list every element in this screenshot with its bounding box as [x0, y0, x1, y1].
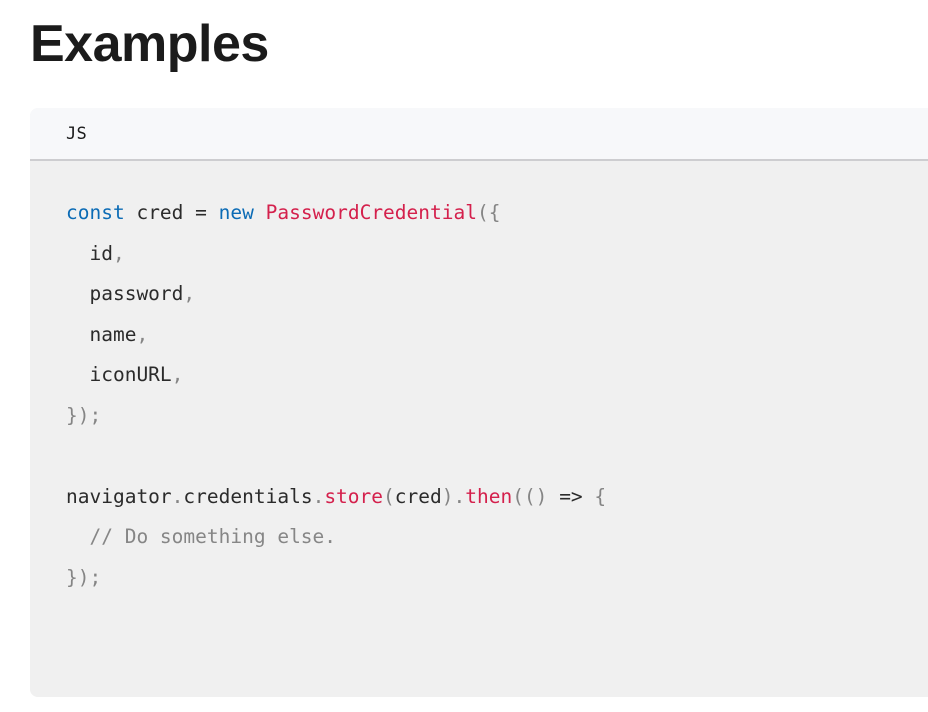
page-title: Examples	[30, 15, 269, 73]
code-line	[66, 436, 908, 477]
code-token-punct: (()	[512, 484, 548, 508]
code-token-punct: ,	[183, 282, 196, 305]
code-token-punct: .	[453, 484, 466, 508]
code-token-plain: credentials	[183, 484, 313, 508]
code-token-punct: ,	[171, 363, 184, 386]
code-line: id,	[66, 234, 908, 275]
code-line: iconURL,	[66, 355, 908, 396]
code-token-punct: });	[66, 403, 102, 427]
code-token-operator: =	[195, 201, 207, 224]
code-token-plain	[183, 201, 195, 224]
code-token-punct: ,	[136, 322, 149, 346]
code-token-keyword: const	[66, 201, 125, 224]
code-token-plain: navigator	[66, 484, 172, 508]
code-block-panel: JS const cred = new PasswordCredential({…	[30, 108, 928, 697]
code-token-plain: id	[89, 241, 113, 265]
code-token-plain: iconURL	[89, 363, 172, 386]
code-token-punct: {	[594, 484, 607, 508]
code-token-plain	[254, 201, 266, 224]
code-line: });	[66, 558, 908, 599]
code-language-label: JS	[66, 123, 88, 144]
code-line: // Do something else.	[66, 517, 908, 558]
code-line: navigator.credentials.store(cred).then((…	[66, 477, 908, 518]
code-token-plain: cred	[394, 484, 442, 508]
code-token-punct: )	[441, 484, 454, 508]
code-line: });	[66, 396, 908, 437]
code-token-punct: (	[383, 484, 395, 508]
code-block-body[interactable]: const cred = new PasswordCredential({ id…	[30, 161, 928, 697]
code-token-plain	[583, 485, 595, 508]
code-content[interactable]: const cred = new PasswordCredential({ id…	[66, 193, 908, 598]
code-token-plain: password	[89, 282, 184, 305]
code-token-plain	[547, 485, 559, 508]
code-token-plain	[66, 525, 89, 548]
code-token-plain	[66, 242, 89, 265]
code-token-plain	[207, 201, 219, 224]
code-token-plain	[66, 282, 89, 305]
code-token-comment: // Do something else.	[89, 525, 337, 548]
code-token-class: PasswordCredential	[265, 201, 477, 224]
code-line: password,	[66, 274, 908, 315]
code-line: const cred = new PasswordCredential({	[66, 193, 908, 234]
code-token-punct: ({	[476, 201, 501, 224]
code-source: const cred = new PasswordCredential({ id…	[66, 193, 908, 598]
code-block-header: JS	[30, 108, 928, 161]
code-token-punct: ,	[112, 241, 125, 265]
code-token-operator: =>	[559, 484, 583, 508]
code-token-plain	[66, 323, 89, 346]
code-token-method: then	[465, 484, 513, 508]
code-token-punct: .	[171, 484, 184, 508]
code-token-plain: name	[89, 322, 137, 346]
code-token-plain: cred	[136, 201, 184, 224]
code-token-plain	[125, 201, 137, 224]
code-token-keyword: new	[218, 201, 254, 224]
code-token-plain	[66, 363, 89, 386]
code-token-punct: });	[66, 565, 102, 589]
code-token-method: store	[324, 484, 384, 508]
code-token-punct: .	[312, 484, 325, 508]
code-line: name,	[66, 315, 908, 356]
